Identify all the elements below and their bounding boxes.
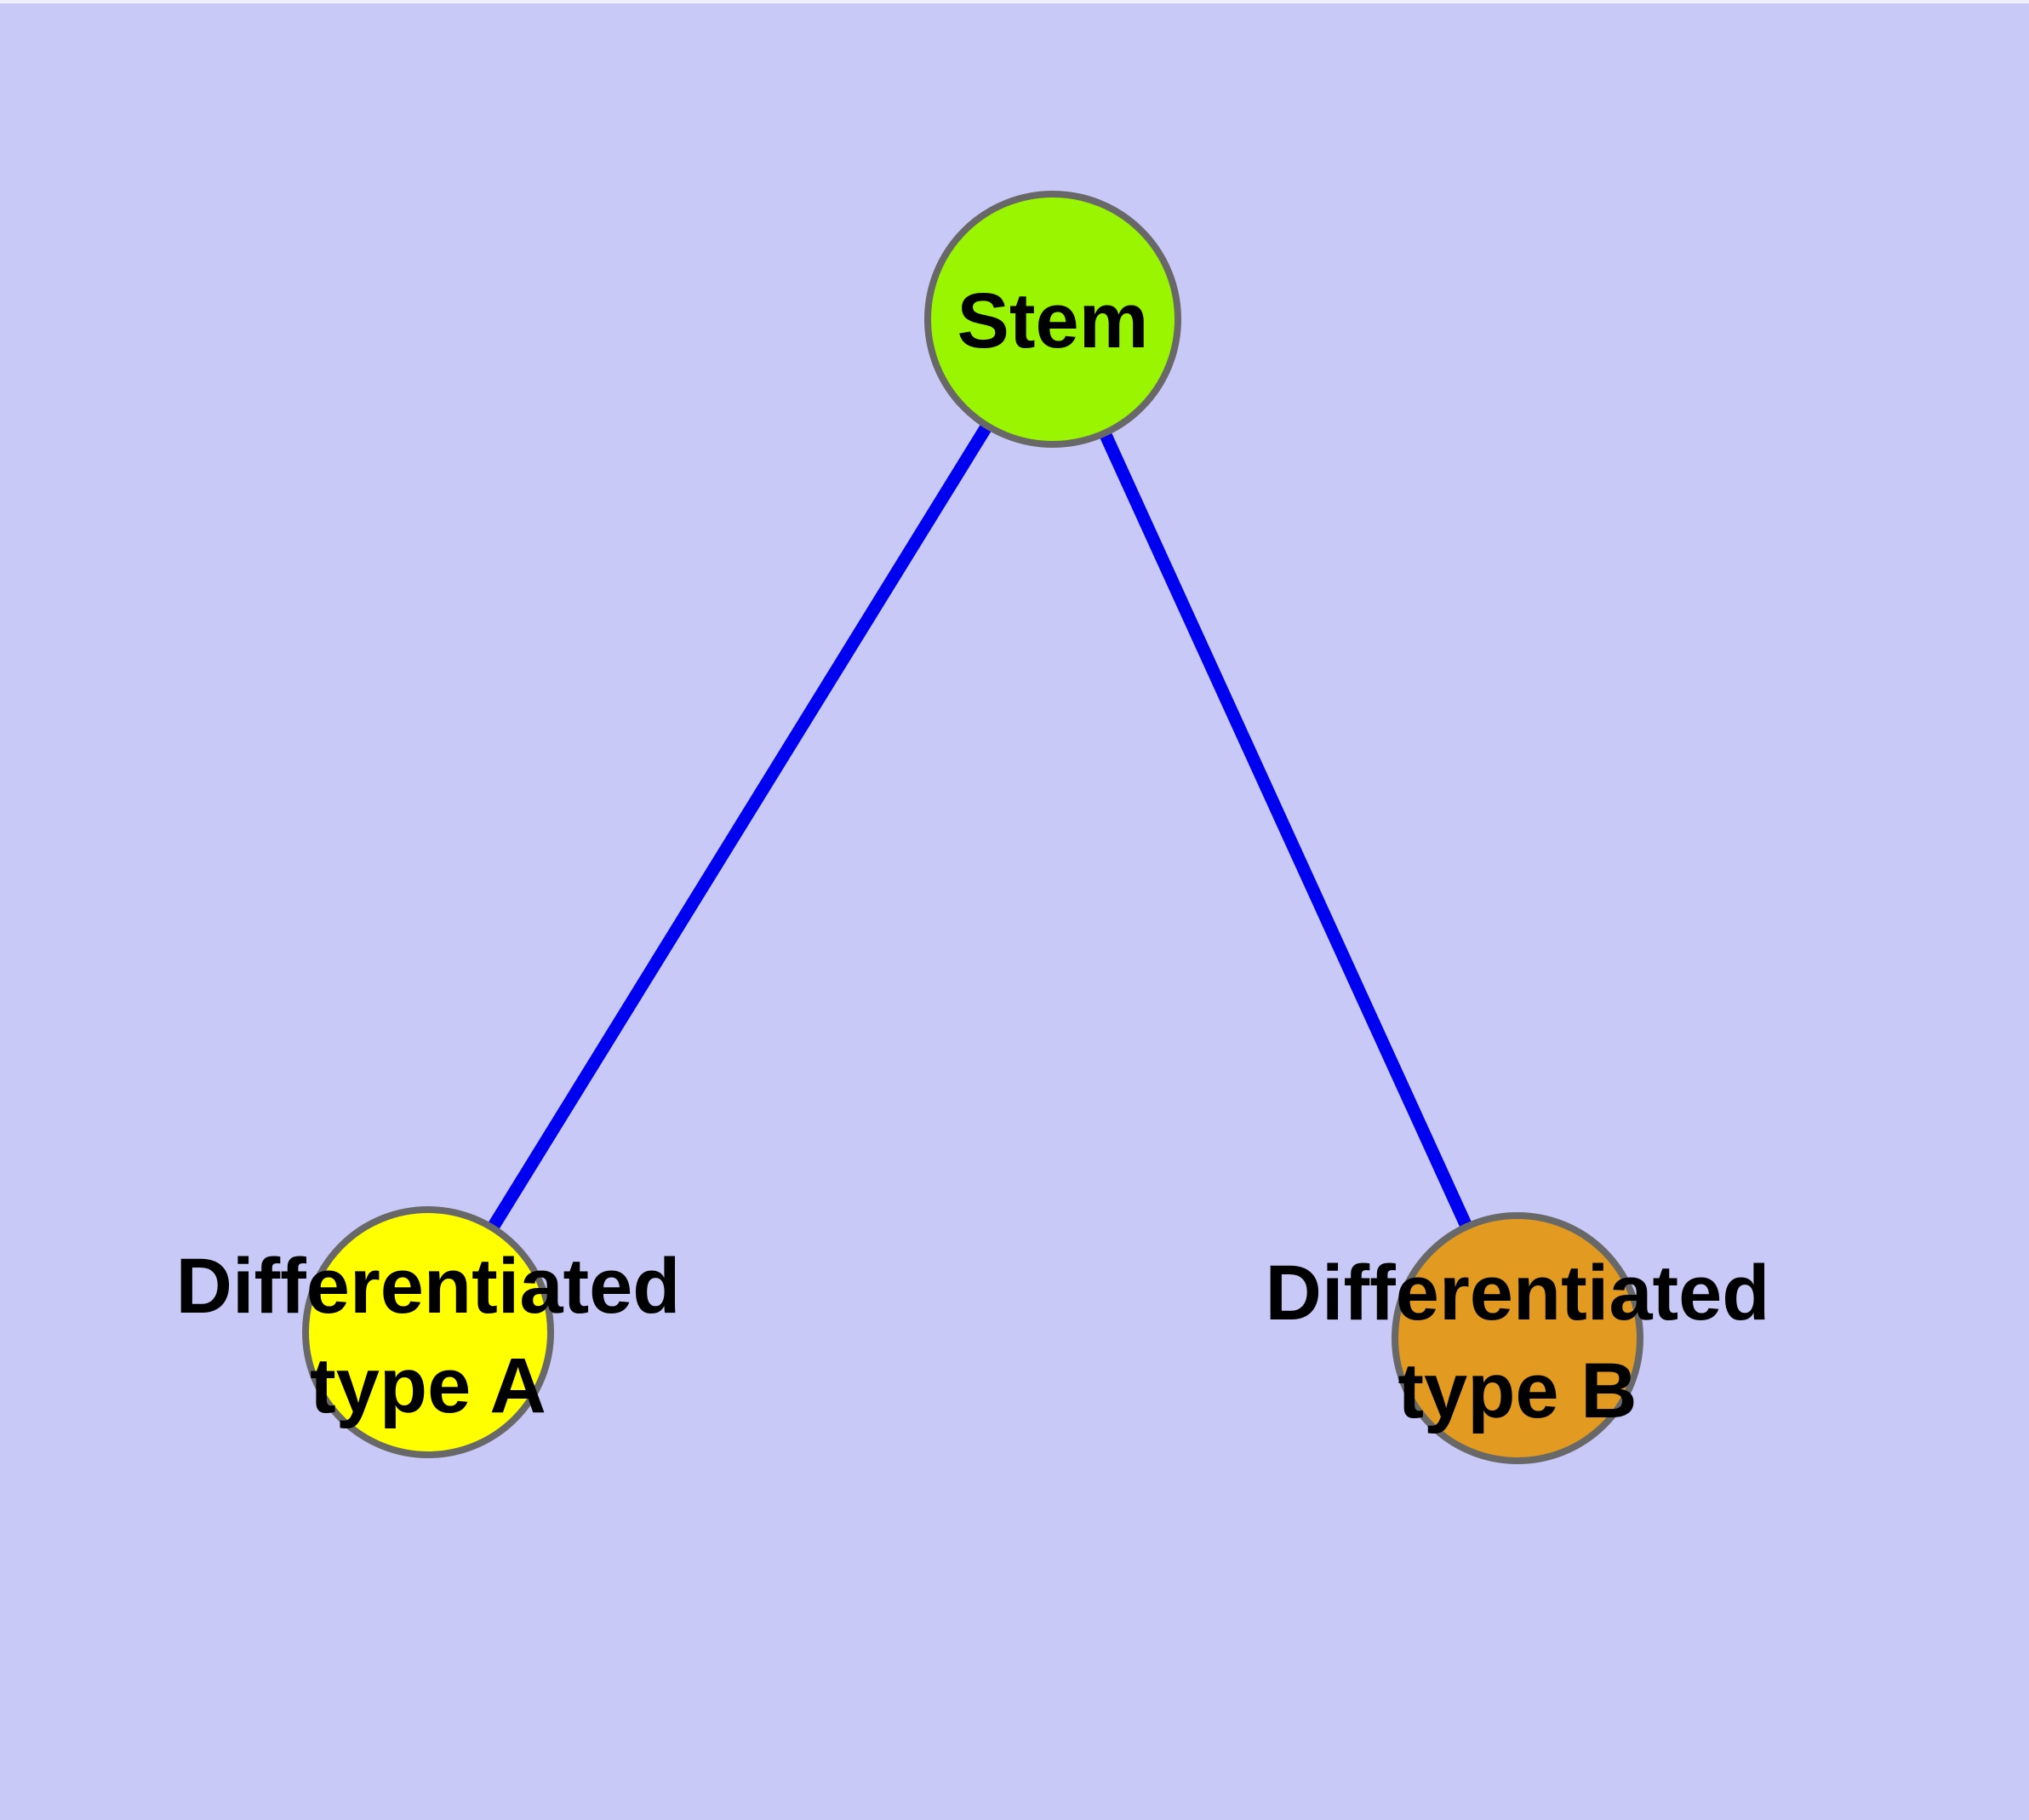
node-type-b-circle (1392, 1212, 1643, 1464)
node-type-a: Differentiated type A (176, 1206, 681, 1458)
node-type-b-label-line2: type B (1397, 1348, 1637, 1434)
node-type-a-circle (302, 1206, 554, 1458)
edge-stem-to-type-b (1047, 316, 1523, 1342)
node-type-b-label-line1: Differentiated (1266, 1250, 1770, 1336)
node-type-a-label-line1: Differentiated (176, 1243, 681, 1330)
edge-stem-to-type-a (422, 316, 1059, 1336)
node-stem: Stem (924, 191, 1181, 448)
node-stem-circle (924, 191, 1181, 448)
top-edge-strip (0, 0, 2029, 3)
edge-layer (422, 316, 1523, 1342)
node-stem-label: Stem (957, 278, 1149, 364)
node-type-a-label-line2: type A (310, 1342, 546, 1429)
node-type-b: Differentiated type B (1266, 1212, 1770, 1464)
